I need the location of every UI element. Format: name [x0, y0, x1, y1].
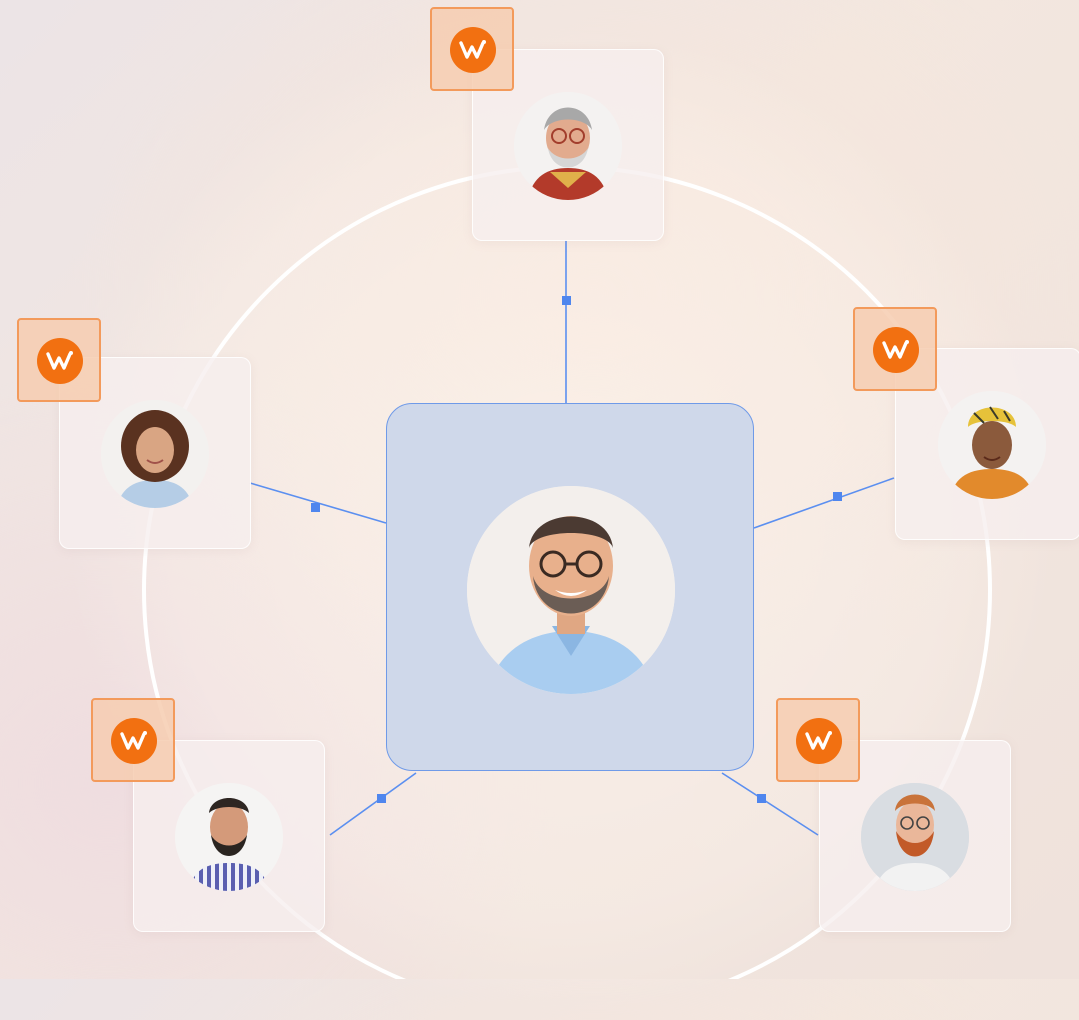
- connector-right: [753, 477, 895, 529]
- connector-handle-top[interactable]: [562, 296, 571, 305]
- w-logo-icon: [873, 327, 919, 373]
- connector-handle-right[interactable]: [833, 492, 842, 501]
- w-logo-badge-left[interactable]: [17, 318, 101, 402]
- w-logo-icon: [450, 27, 496, 73]
- w-logo-icon: [111, 718, 157, 764]
- w-logo-badge-top[interactable]: [430, 7, 514, 91]
- person-card-bottom-left[interactable]: [133, 740, 325, 932]
- network-diagram: [17, 7, 1079, 1020]
- connector-handle-bottom-left[interactable]: [377, 794, 386, 803]
- person-card-bottom-right[interactable]: [819, 740, 1011, 932]
- w-logo-badge-right[interactable]: [853, 307, 937, 391]
- woman-with-headwrap-avatar: [938, 391, 1046, 499]
- center-person-card[interactable]: [386, 403, 754, 771]
- bearded-man-with-glasses-avatar: [467, 486, 675, 694]
- curly-haired-woman-avatar: [101, 400, 209, 508]
- bearded-man-striped-shirt-avatar: [175, 783, 283, 891]
- w-logo-badge-bottom-right[interactable]: [776, 698, 860, 782]
- w-logo-icon: [796, 718, 842, 764]
- elderly-man-with-glasses-avatar: [514, 92, 622, 200]
- connector-handle-bottom-right[interactable]: [757, 794, 766, 803]
- w-logo-badge-bottom-left[interactable]: [91, 698, 175, 782]
- w-logo-icon: [37, 338, 83, 384]
- connector-handle-left[interactable]: [311, 503, 320, 512]
- connector-bottom-left: [329, 772, 417, 836]
- red-bearded-man-avatar: [861, 783, 969, 891]
- person-card-top[interactable]: [472, 49, 664, 241]
- connector-bottom-right: [721, 772, 819, 836]
